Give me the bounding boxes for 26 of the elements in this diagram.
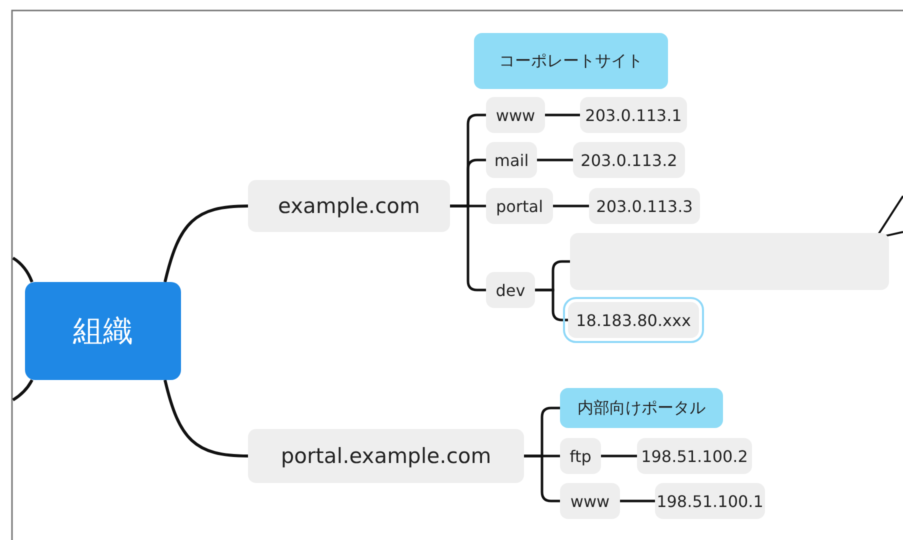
branch-line: [164, 380, 248, 458]
topic-box: 203.0.113.1: [580, 97, 687, 133]
topic-box: 198.51.100.1: [655, 483, 765, 519]
topic-box: www: [560, 483, 620, 519]
label-box: 内部向けポータル: [560, 388, 723, 428]
empty-topic-box: [570, 233, 889, 290]
topic-box: mail: [486, 142, 537, 178]
topic-box: dev: [486, 272, 535, 308]
branch-line: [545, 114, 580, 116]
label-box: コーポレートサイト: [474, 33, 668, 89]
branch-line: [535, 288, 568, 322]
topic-box: www: [486, 97, 545, 133]
branch-line: [537, 158, 573, 162]
topic-box: portal: [486, 188, 553, 224]
central-topic-box: 組織: [25, 282, 181, 380]
topic-box: 18.183.80.xxx: [568, 302, 699, 338]
topic-box: portal.example.com: [248, 429, 524, 483]
topic-box: 198.51.100.2: [637, 438, 752, 474]
branch-line: [601, 454, 637, 458]
topic-box: 203.0.113.2: [573, 142, 685, 178]
branch-line: [164, 204, 248, 282]
topic-box: ftp: [560, 438, 601, 474]
branch-line: [620, 500, 655, 502]
branch-line: [553, 204, 589, 208]
topic-box: example.com: [248, 180, 450, 232]
topic-box: 203.0.113.3: [589, 188, 700, 224]
